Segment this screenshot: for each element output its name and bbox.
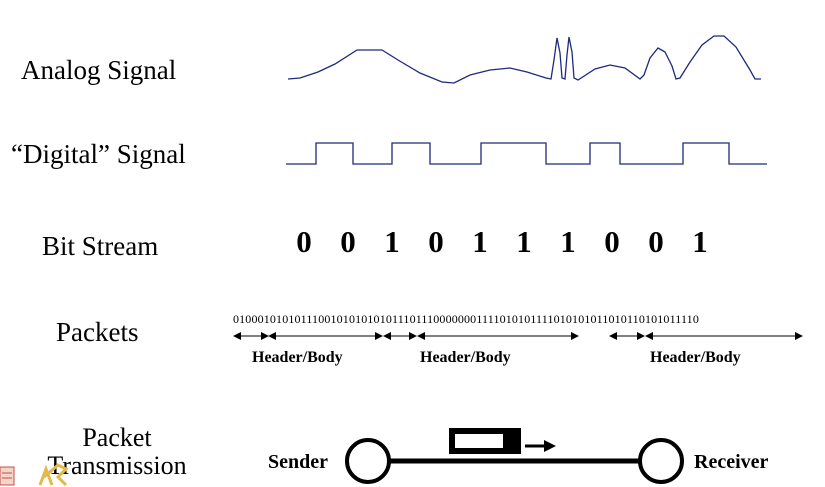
packet-direction-arrow-icon — [525, 440, 556, 452]
bit-digit: 1 — [384, 224, 400, 259]
analog-signal-label: Analog Signal — [21, 55, 177, 85]
bit-digit: 0 — [604, 224, 620, 259]
packet-segment-label: Header/Body — [650, 349, 741, 366]
bit-stream-label: Bit Stream — [42, 231, 159, 261]
bit-digit: 1 — [692, 224, 708, 259]
analog-signal-waveform — [287, 35, 761, 84]
sender-label: Sender — [268, 451, 328, 473]
packet-bits: 0100010101011100101010101011101110000000… — [233, 312, 699, 326]
bit-digit: 1 — [560, 224, 576, 259]
packet-segment-label: Header/Body — [420, 349, 511, 366]
bit-digit: 0 — [296, 224, 312, 259]
bit-digit: 0 — [648, 224, 664, 259]
packet-transmission-label-line1: Packet — [82, 423, 152, 452]
bit-digit: 0 — [428, 224, 444, 259]
corner-logo-icon — [0, 463, 69, 487]
bit-digit: 1 — [472, 224, 488, 259]
packet-icon — [449, 428, 521, 454]
bit-digit: 1 — [516, 224, 532, 259]
sender-node — [345, 438, 391, 484]
receiver-node — [638, 438, 684, 484]
digital-signal-waveform — [286, 142, 767, 165]
packet-transmission-label-line2: Transmission — [47, 451, 187, 480]
bit-digit: 0 — [340, 224, 356, 259]
packet-segment-label: Header/Body — [252, 349, 343, 366]
digital-signal-label: “Digital” Signal — [11, 139, 186, 169]
receiver-label: Receiver — [694, 451, 769, 473]
packets-label: Packets — [56, 317, 139, 347]
